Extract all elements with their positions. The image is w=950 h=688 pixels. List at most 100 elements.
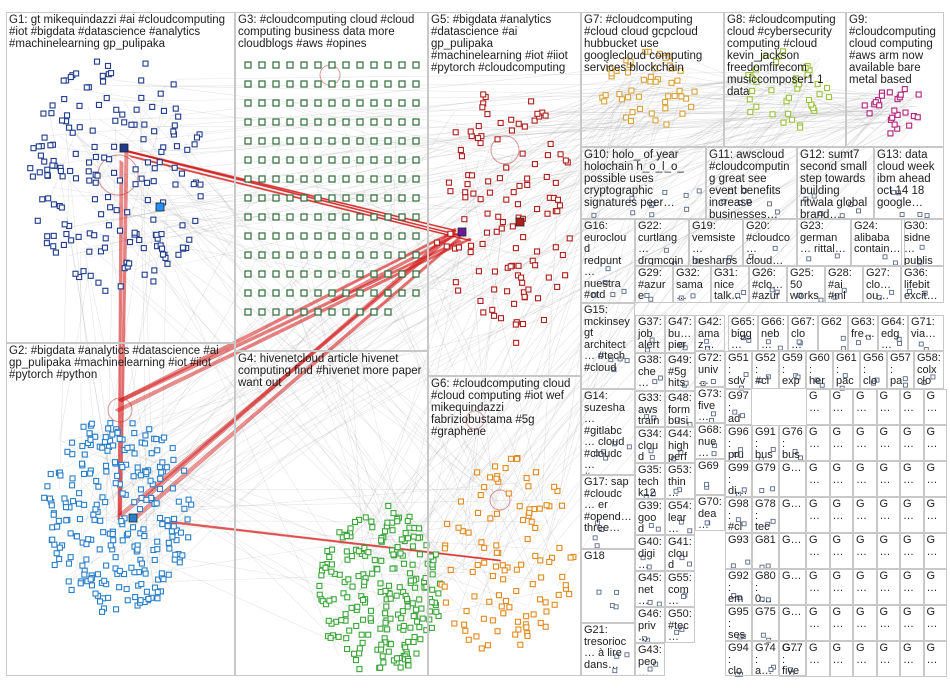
graph-node <box>412 270 420 278</box>
graph-node <box>412 232 420 240</box>
graph-node <box>747 109 754 116</box>
graph-node <box>258 99 266 107</box>
graph-node <box>662 54 669 61</box>
graph-node <box>300 99 308 107</box>
graph-node <box>411 633 418 641</box>
graph-node <box>823 84 831 91</box>
group-label: G… <box>856 534 867 558</box>
edge <box>107 63 805 214</box>
graph-node <box>516 182 523 189</box>
graph-node <box>244 232 252 240</box>
edge <box>114 158 495 493</box>
group-label: G67: clo… <box>791 316 818 351</box>
group-box-small: G… <box>923 641 947 677</box>
edge <box>457 80 632 617</box>
graph-node <box>624 94 632 101</box>
group-box-g22: G22: curtlang… drgmcgin… <box>635 219 689 266</box>
edge <box>293 107 520 160</box>
group-label: G35: tech k12 edu… <box>638 464 662 499</box>
graph-node <box>434 239 441 246</box>
graph-node <box>543 608 550 615</box>
graph-node <box>370 251 378 259</box>
group-box-g92: G92: em… <box>725 569 752 605</box>
graph-node <box>104 194 112 201</box>
graph-node <box>126 260 133 267</box>
graph-node <box>60 77 67 84</box>
group-box-small: G… <box>923 425 947 461</box>
edge <box>456 123 548 525</box>
graph-node <box>342 270 350 278</box>
group-label: G92: em… <box>728 570 749 605</box>
graph-node <box>416 525 423 532</box>
group-label: G… <box>879 426 891 450</box>
graph-node <box>398 615 405 622</box>
graph-node <box>356 194 364 202</box>
group-label: G… <box>926 390 938 414</box>
graph-node <box>108 70 115 77</box>
graph-node <box>802 64 809 71</box>
group-box-g43: G43: peo… over… <box>635 643 665 676</box>
graph-node <box>528 518 535 525</box>
graph-node <box>749 87 756 94</box>
group-box-small: G… <box>806 533 830 569</box>
group-box-g36: G36: lifebit excit… <box>901 266 944 303</box>
edge <box>760 95 869 109</box>
group-box-g79: G79 <box>752 461 779 497</box>
group-label: G12: sumt7 second small step towards bui… <box>800 149 871 219</box>
graph-node <box>156 485 164 493</box>
group-label: G21: tresorioc… à lire dans… <box>584 624 627 671</box>
group-box-g69: G69 <box>695 459 725 495</box>
graph-node <box>521 293 528 300</box>
graph-node <box>179 244 186 251</box>
graph-node <box>165 539 172 546</box>
graph-node <box>87 436 94 443</box>
graph-node <box>286 118 294 126</box>
group-box-g33: G33: aws train… ban… <box>635 391 665 427</box>
graph-node <box>351 518 359 526</box>
graph-node <box>171 515 178 522</box>
group-box-g81: G81 <box>752 533 779 569</box>
graph-node <box>405 662 412 669</box>
graph-node <box>185 496 192 503</box>
group-label: G93 <box>728 534 749 546</box>
graph-node <box>55 517 62 524</box>
graph-node <box>169 485 176 492</box>
edge <box>158 223 168 595</box>
graph-node <box>429 571 436 578</box>
graph-node <box>86 177 93 184</box>
graph-node <box>398 194 406 202</box>
graph-node <box>513 566 520 573</box>
group-box-small: G… <box>829 461 853 497</box>
graph-node <box>397 550 404 557</box>
edge <box>173 499 560 508</box>
graph-node <box>173 143 180 150</box>
group-box-g27: G27: clo… ou… <box>863 266 901 303</box>
graph-node <box>343 533 350 540</box>
graph-node <box>141 271 148 278</box>
self-loop <box>489 489 511 511</box>
graph-node <box>67 167 74 175</box>
graph-node <box>515 120 522 127</box>
edge <box>135 488 511 491</box>
group-box-g2: G2: #bigdata #analytics #datascience #ai… <box>6 343 235 676</box>
graph-node <box>91 196 99 203</box>
graph-node <box>101 577 108 584</box>
graph-node <box>499 562 506 569</box>
edge <box>378 112 685 308</box>
graph-node <box>144 159 151 166</box>
graph-node <box>342 156 350 164</box>
edge <box>336 91 806 552</box>
edge <box>487 106 775 235</box>
edge <box>124 119 669 491</box>
group-box-g95: G95: ses… <box>725 605 752 641</box>
edge <box>339 174 365 576</box>
graph-node <box>272 137 280 145</box>
edge <box>541 216 557 502</box>
group-label: G… <box>782 570 802 582</box>
graph-node <box>384 626 391 633</box>
group-box-g46: G46: priv… #clo… <box>635 607 665 643</box>
graph-node <box>197 181 204 188</box>
group-label: G… <box>832 606 844 630</box>
graph-node <box>158 148 165 155</box>
group-box-g66: G66: neb… <box>758 315 788 351</box>
